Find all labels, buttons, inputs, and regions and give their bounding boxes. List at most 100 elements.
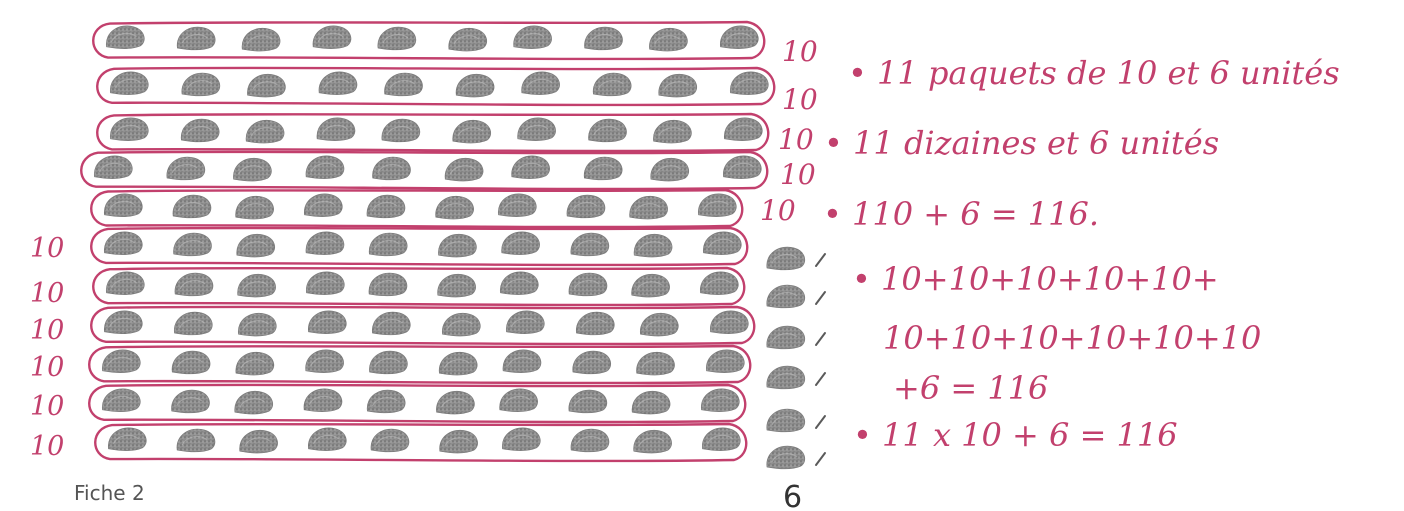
bean-packet-2-2 — [182, 73, 220, 96]
bean-packet-8-9 — [640, 313, 678, 336]
bean-packet-5-8 — [567, 195, 605, 218]
bean-packet-1-1 — [106, 26, 144, 49]
bean-packet-6-9 — [634, 234, 672, 257]
bean-packet-4-8 — [584, 157, 622, 180]
right-label-4: 10 — [780, 158, 816, 191]
bean-packet-3-3 — [246, 120, 284, 143]
bean-packet-3-2 — [181, 119, 219, 142]
bean-packet-9-1 — [102, 350, 140, 373]
bean-packet-2-5 — [385, 73, 423, 96]
loose-bean-tick-4 — [816, 373, 825, 385]
bean-packet-2-6 — [456, 74, 494, 97]
bean-packet-9-8 — [573, 351, 611, 374]
bean-packet-6-7 — [502, 232, 540, 255]
bean-packet-4-3 — [233, 158, 271, 181]
bean-packet-10-8 — [569, 390, 607, 413]
bean-packet-7-9 — [632, 274, 670, 297]
bean-packet-11-9 — [634, 430, 672, 453]
bean-packet-9-3 — [236, 352, 274, 375]
notes-group: • 11 paquets de 10 et 6 unités • 11 diza… — [823, 54, 1340, 454]
bean-packet-4-5 — [373, 157, 411, 180]
bean-packet-6-3 — [237, 234, 275, 257]
bean-packet-4-6 — [445, 158, 483, 181]
bean-packet-5-2 — [173, 195, 211, 218]
bean-packet-4-10 — [723, 156, 761, 179]
bean-packet-4-1 — [94, 156, 132, 179]
bean-packet-8-4 — [308, 311, 346, 334]
bean-packet-9-10 — [706, 350, 744, 373]
bean-packet-3-10 — [724, 118, 762, 141]
note-line-2: • 11 dizaines et 6 unités — [824, 124, 1219, 162]
note-line-3: • 110 + 6 = 116. — [823, 195, 1099, 233]
note-line-6: +6 = 116 — [893, 369, 1048, 407]
bean-packet-1-7 — [514, 26, 552, 49]
bean-packet-7-6 — [438, 274, 476, 297]
bean-packet-1-9 — [649, 28, 687, 51]
bean-packet-3-4 — [317, 118, 355, 141]
bean-packet-3-8 — [589, 119, 627, 142]
left-label-1: 10 — [30, 233, 64, 264]
bean-packet-4-4 — [306, 156, 344, 179]
bean-packet-5-6 — [436, 196, 474, 219]
left-label-5: 10 — [30, 391, 64, 422]
bean-packet-8-7 — [506, 311, 544, 334]
packets-group — [81, 22, 774, 461]
loose-bean-tick-6 — [816, 453, 825, 465]
bean-packet-7-5 — [369, 273, 407, 296]
bean-packet-5-3 — [236, 196, 274, 219]
bean-packet-7-7 — [500, 272, 538, 295]
bean-packet-5-1 — [104, 194, 142, 217]
bean-packet-11-5 — [371, 429, 409, 452]
bean-packet-11-4 — [308, 428, 346, 451]
left-label-3: 10 — [30, 315, 64, 346]
bean-packet-1-10 — [720, 26, 758, 49]
bean-packet-10-3 — [235, 391, 273, 414]
bean-packet-8-1 — [104, 311, 142, 334]
bean-packet-8-3 — [238, 313, 276, 336]
bean-packet-10-7 — [500, 389, 538, 412]
left-packet-labels: 10 10 10 10 10 10 — [30, 233, 64, 462]
loose-bean-1 — [767, 247, 805, 270]
bean-packet-10-2 — [172, 390, 210, 413]
bean-packet-10-5 — [367, 390, 405, 413]
bean-packet-11-2 — [177, 429, 215, 452]
left-label-2: 10 — [30, 278, 64, 309]
bean-packet-6-6 — [438, 234, 476, 257]
bean-packet-9-7 — [503, 350, 541, 373]
bean-packet-7-4 — [306, 272, 344, 295]
footer-label: Fiche 2 — [74, 481, 145, 505]
loose-bean-2 — [767, 285, 805, 308]
bean-packet-2-10 — [730, 72, 768, 95]
bean-packet-1-6 — [449, 28, 487, 51]
note-line-4: • 10+10+10+10+10+ — [852, 260, 1219, 298]
bean-packet-6-10 — [703, 232, 741, 255]
bean-packet-3-1 — [110, 118, 148, 141]
bean-packet-6-8 — [571, 233, 609, 256]
bean-packet-6-4 — [306, 232, 344, 255]
bean-packet-1-4 — [313, 26, 351, 49]
loose-bean-tick-1 — [816, 254, 825, 266]
bean-packet-8-8 — [576, 312, 614, 335]
bean-packet-11-8 — [571, 429, 609, 452]
bean-packet-7-2 — [175, 273, 213, 296]
bean-packet-2-7 — [522, 72, 560, 95]
bean-packet-4-2 — [167, 157, 205, 180]
loose-beans-group — [767, 247, 825, 469]
bean-packet-6-5 — [369, 233, 407, 256]
bean-packet-11-3 — [240, 430, 278, 453]
loose-bean-6 — [767, 446, 805, 469]
right-label-3: 10 — [778, 123, 814, 156]
bean-packet-8-5 — [372, 312, 410, 335]
bean-packet-5-9 — [630, 196, 668, 219]
bean-packet-9-2 — [172, 351, 210, 374]
bean-packet-2-4 — [319, 72, 357, 95]
bean-packet-9-5 — [369, 351, 407, 374]
bean-packet-6-2 — [174, 233, 212, 256]
bean-packet-3-7 — [518, 118, 556, 141]
bean-packet-5-7 — [498, 194, 536, 217]
bean-packet-9-4 — [306, 350, 344, 373]
bean-packet-5-5 — [367, 195, 405, 218]
bean-packet-5-4 — [304, 194, 342, 217]
right-label-2: 10 — [782, 83, 818, 116]
